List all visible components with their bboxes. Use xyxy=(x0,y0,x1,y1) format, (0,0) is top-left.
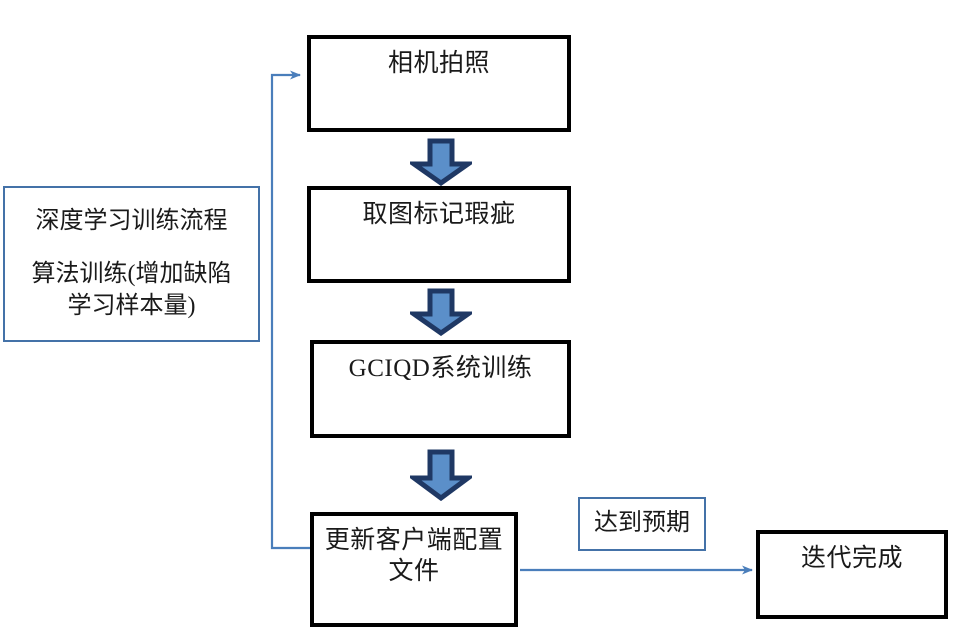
note-line-process: 深度学习训练流程 xyxy=(35,208,228,235)
arrow-camera-to-mark xyxy=(410,138,472,186)
arrow-mark-to-training xyxy=(410,288,472,336)
node-camera-capture[interactable]: 相机拍照 xyxy=(307,35,571,132)
expectation-note-label: 达到预期 xyxy=(594,510,690,537)
node-update-client-config[interactable]: 更新客户端配置 文件 xyxy=(310,512,518,627)
node-label-gciqd-system-training: GCIQD系统训练 xyxy=(348,355,533,382)
node-label-capture-mark-defect: 取图标记瑕疵 xyxy=(362,201,516,228)
expectation-note: 达到预期 xyxy=(578,497,706,551)
node-capture-mark-defect[interactable]: 取图标记瑕疵 xyxy=(307,186,571,283)
feedback-loop-path xyxy=(270,70,310,550)
node-label-iteration-complete: 迭代完成 xyxy=(800,545,903,572)
note-line-algorithm: 算法训练(增加缺陷 学习样本量) xyxy=(31,261,232,319)
node-label-update-client-config: 更新客户端配置 文件 xyxy=(324,527,504,585)
arrow-training-to-config xyxy=(410,449,472,501)
node-iteration-complete[interactable]: 迭代完成 xyxy=(756,530,948,619)
node-label-camera-capture: 相机拍照 xyxy=(387,50,490,77)
node-gciqd-system-training[interactable]: GCIQD系统训练 xyxy=(310,340,571,438)
training-process-note: 深度学习训练流程 算法训练(增加缺陷 学习样本量) xyxy=(3,186,260,342)
